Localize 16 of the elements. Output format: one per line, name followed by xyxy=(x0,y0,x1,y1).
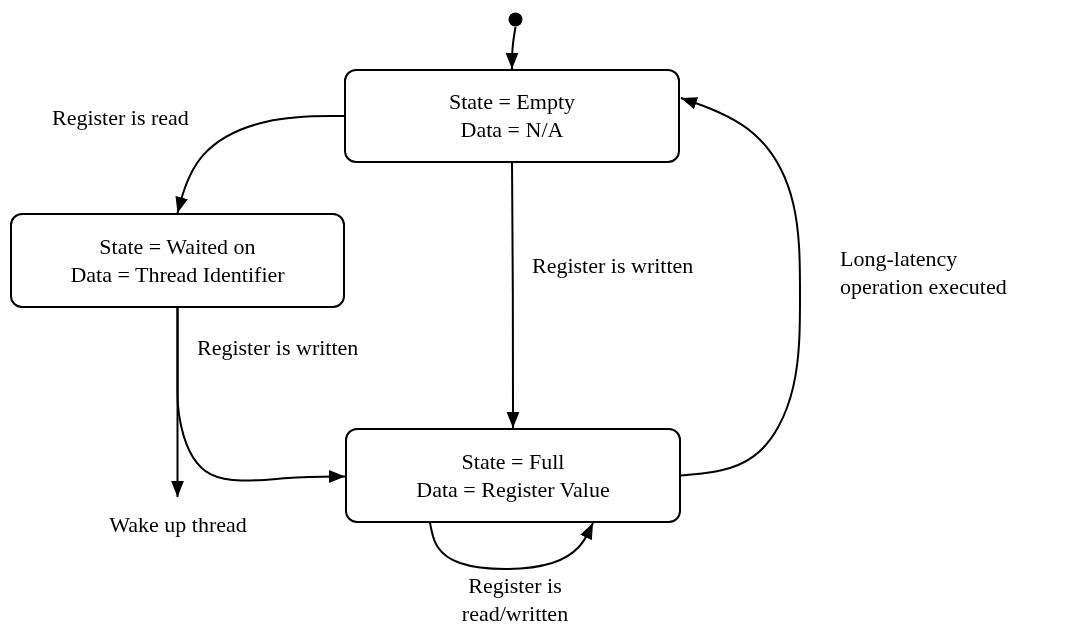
state-text: State = Full xyxy=(461,447,565,476)
state-text: Data = N/A xyxy=(460,116,564,144)
arrow xyxy=(505,26,519,70)
state-box xyxy=(10,213,345,308)
arrow xyxy=(506,162,520,429)
state-text: State = Waited on xyxy=(99,232,256,261)
action-text: Wake up thread xyxy=(109,511,247,539)
state-box xyxy=(344,69,680,163)
state-text: Data = Register Value xyxy=(416,475,610,504)
arrow xyxy=(175,115,345,214)
arrow xyxy=(429,522,594,570)
state-text: Data = Thread Identifier xyxy=(70,260,285,289)
state-box xyxy=(345,428,681,523)
arrow xyxy=(171,307,184,498)
arrow xyxy=(680,97,801,477)
state-text: State = Empty xyxy=(448,88,576,116)
